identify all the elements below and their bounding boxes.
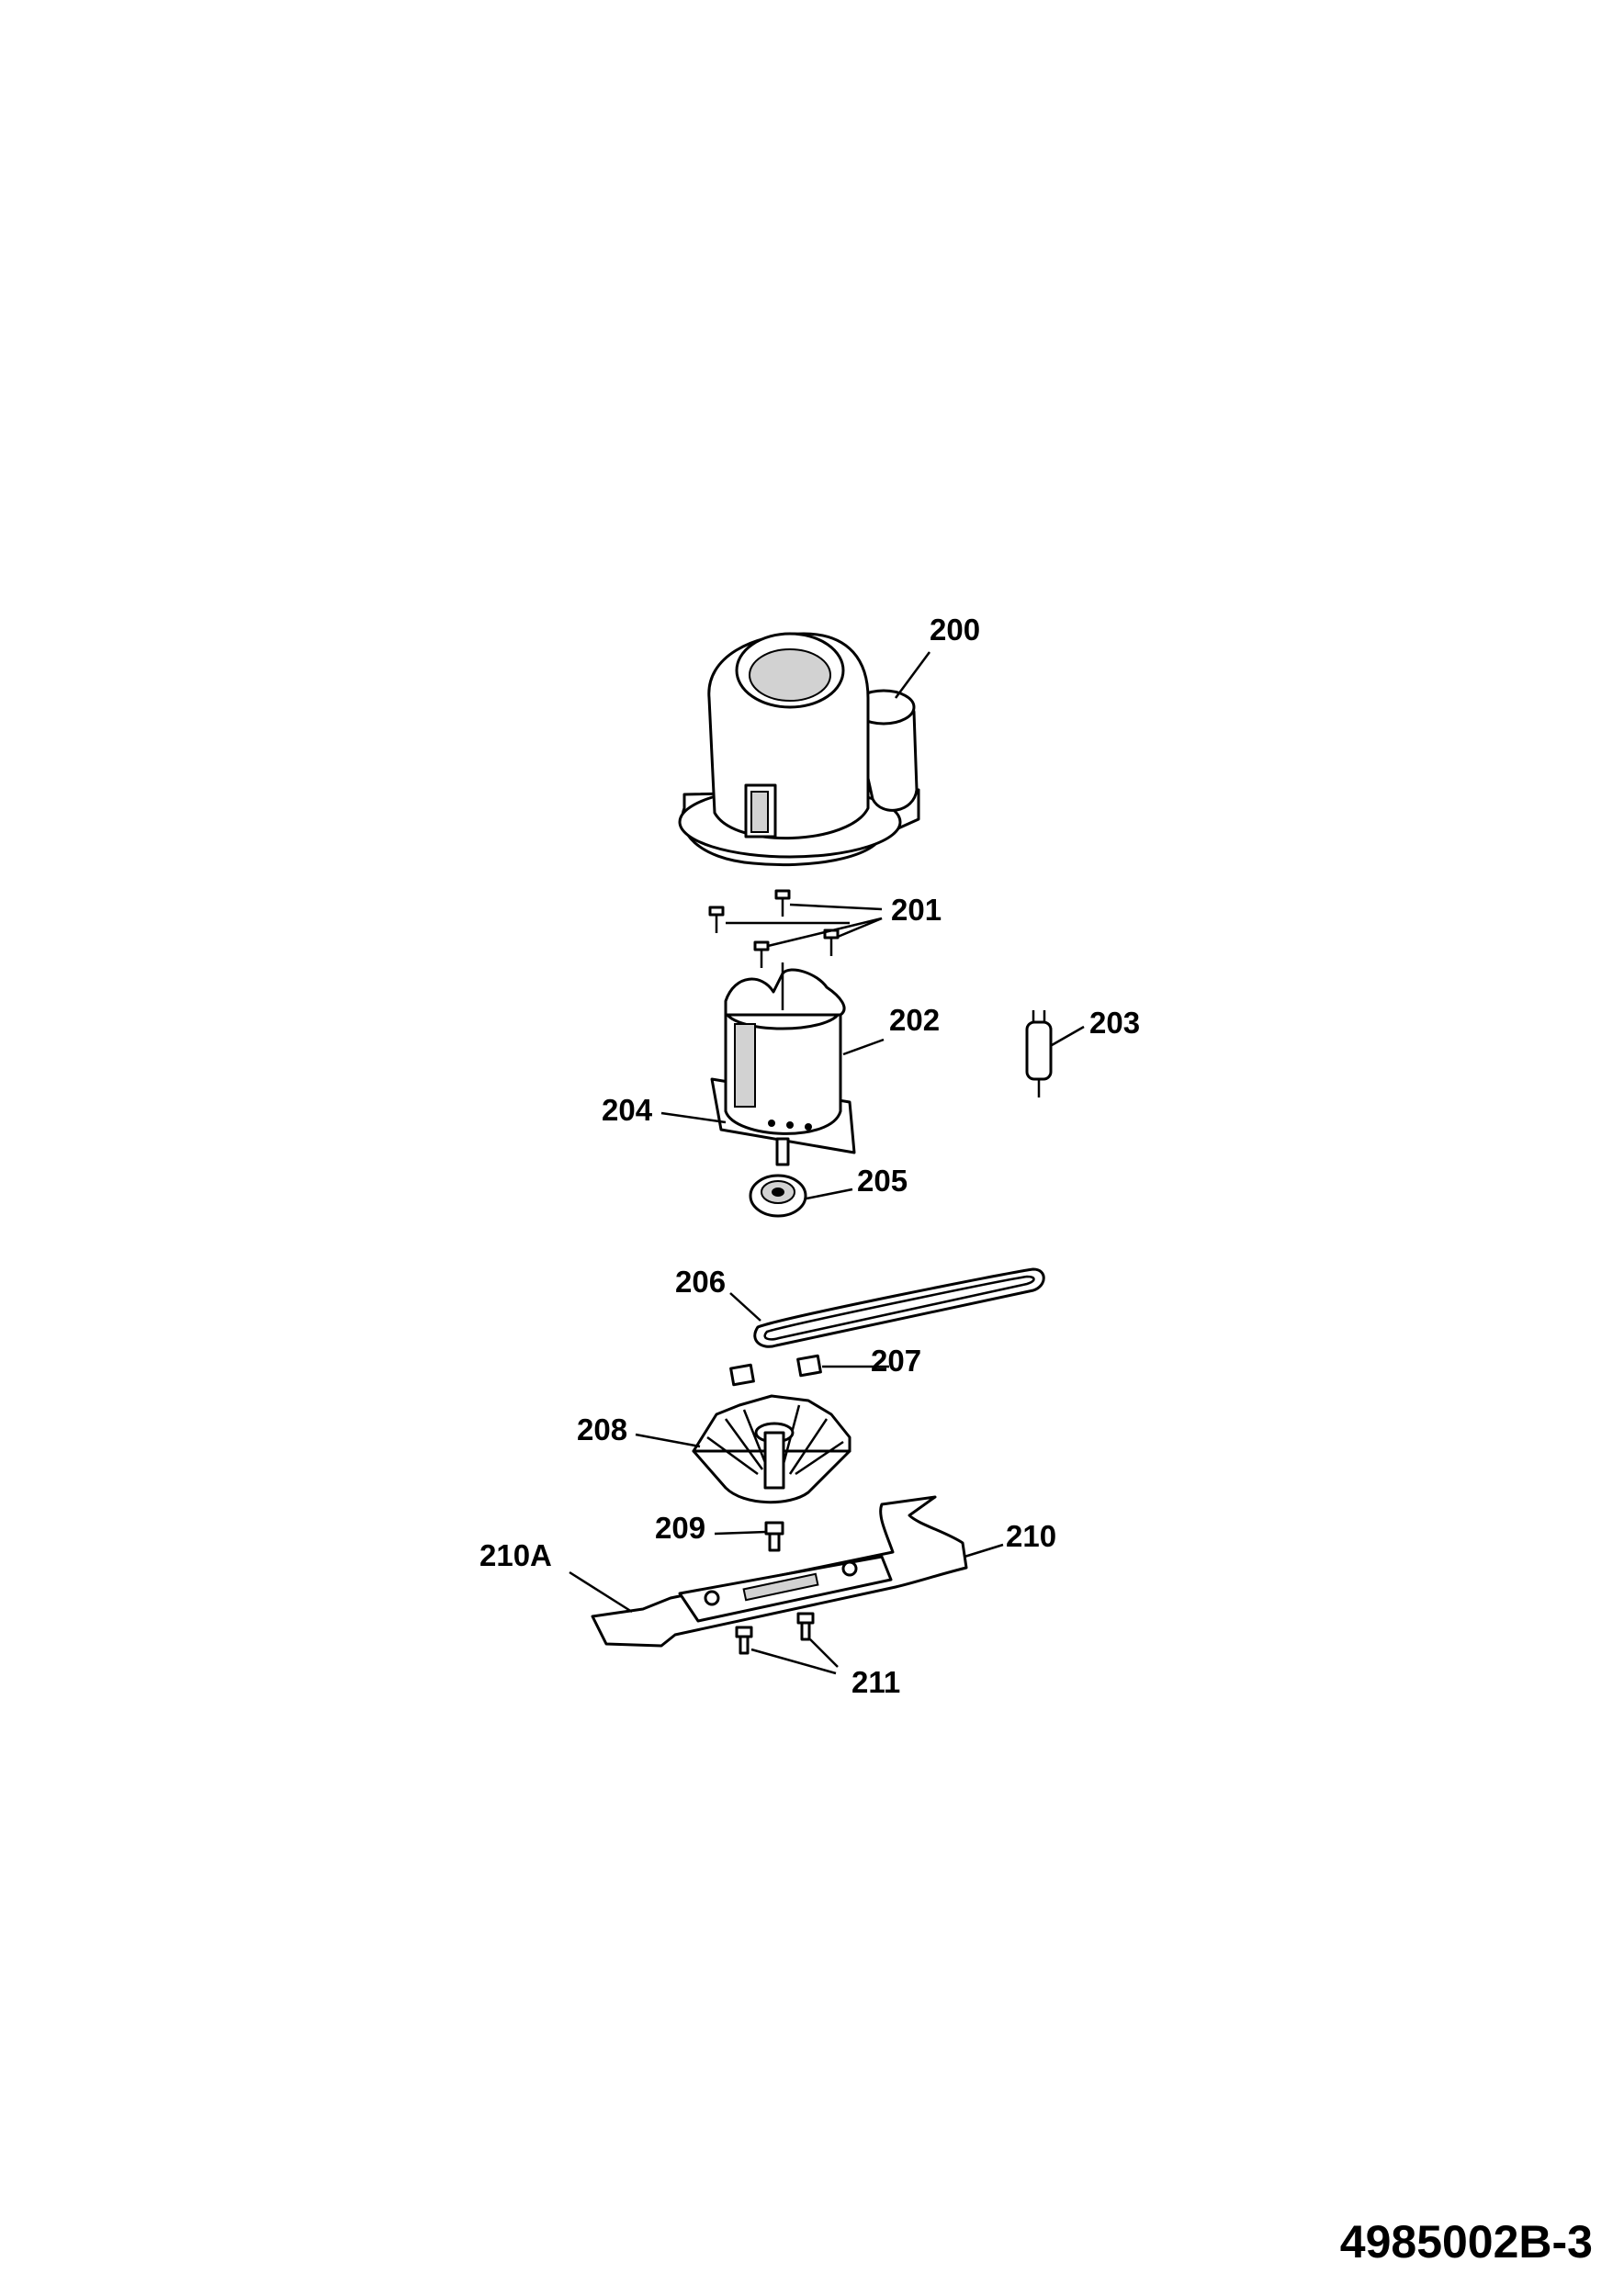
callout-207: 207 — [871, 1344, 921, 1378]
callout-210: 210 — [1006, 1519, 1056, 1553]
callout-206: 206 — [675, 1265, 726, 1299]
callout-209: 209 — [655, 1511, 705, 1545]
callout-208: 208 — [577, 1412, 627, 1446]
part-201-screws — [708, 889, 883, 968]
callout-204: 204 — [602, 1093, 653, 1127]
callout-210A: 210A — [479, 1538, 552, 1572]
part-200-motor-cover — [678, 632, 920, 867]
part-206-belt — [753, 1267, 1045, 1348]
part-207-nuts — [729, 1354, 822, 1387]
part-203-capacitor — [1025, 1010, 1053, 1097]
part-205-bearing — [749, 1174, 807, 1218]
callout-202: 202 — [889, 1003, 940, 1037]
part-210-blade — [591, 1495, 968, 1648]
callout-200: 200 — [930, 613, 980, 647]
leader-lines — [569, 651, 1085, 1675]
document-id: 4985002B-3 — [1340, 2216, 1593, 2268]
part-211-bolts — [735, 1612, 815, 1655]
callout-211: 211 — [851, 1665, 900, 1699]
callout-201: 201 — [891, 893, 942, 927]
part-208-fan — [692, 1394, 851, 1504]
part-209-bolt — [764, 1521, 784, 1552]
part-202-motor — [710, 962, 856, 1166]
callout-205: 205 — [857, 1164, 908, 1198]
callout-203: 203 — [1089, 1006, 1140, 1040]
